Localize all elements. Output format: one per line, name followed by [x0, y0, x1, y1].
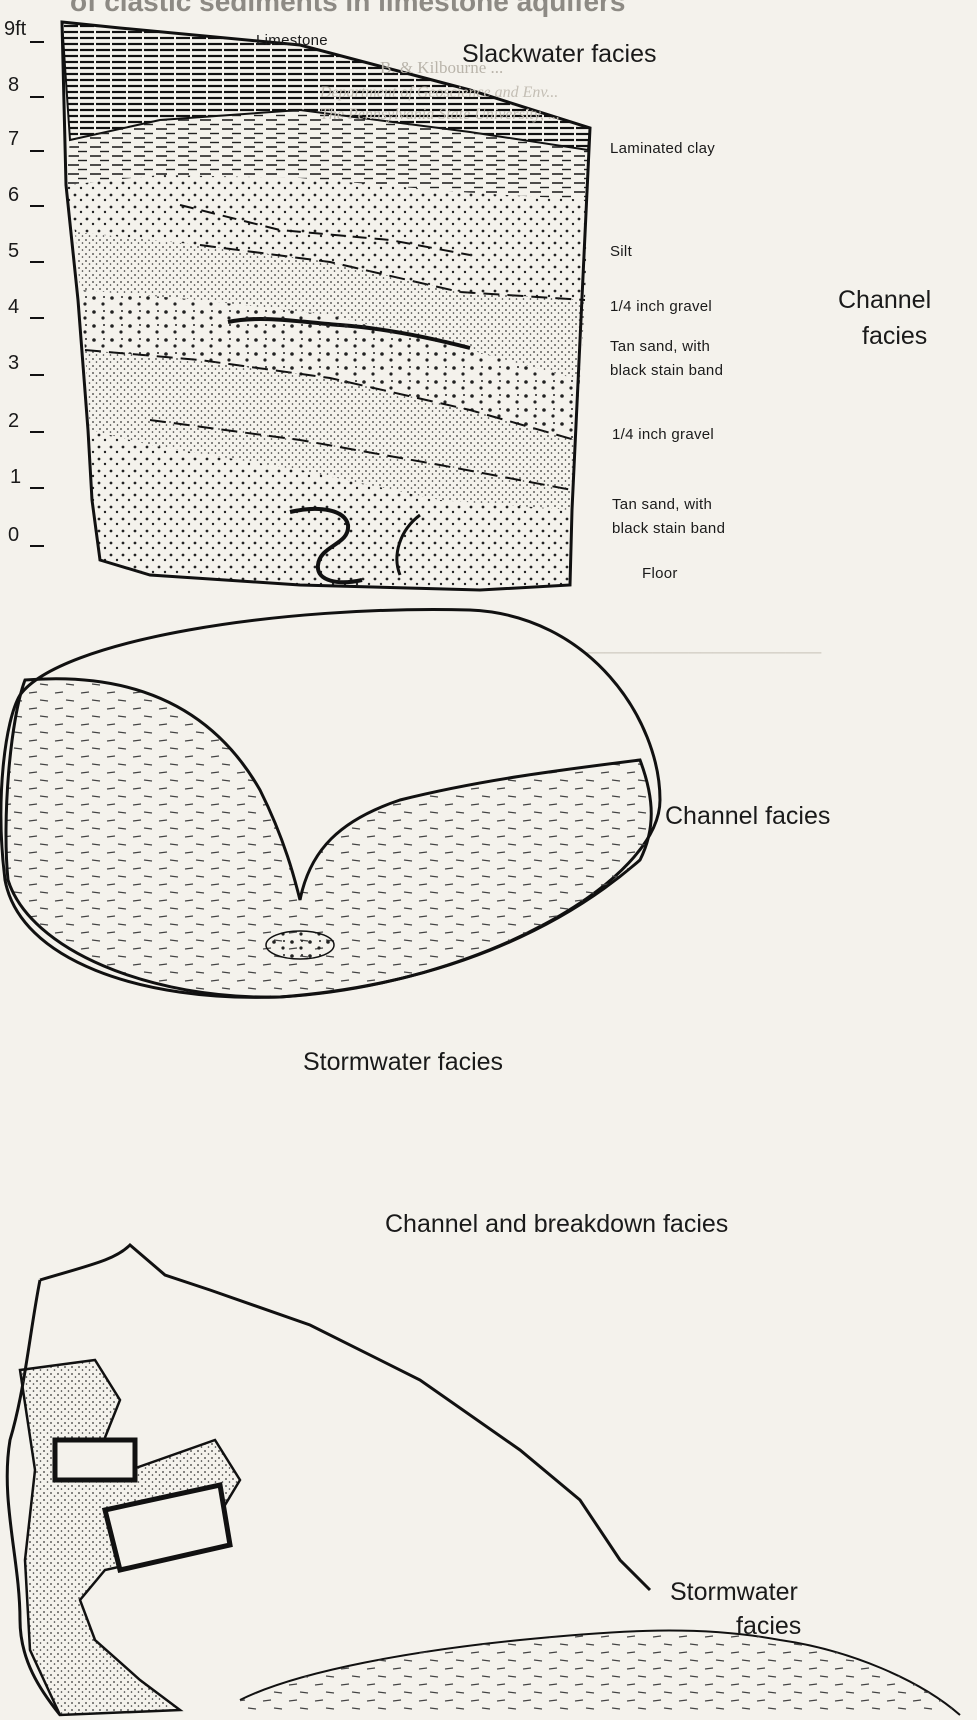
label-floor: Floor [642, 565, 678, 582]
depth-tick-0: 0 [8, 524, 19, 547]
label-stormwater-facies: Stormwater facies [303, 1048, 503, 1077]
label-channel-breakdown-facies: Channel and breakdown facies [385, 1210, 728, 1239]
stormwater-gravel-fill [240, 1631, 960, 1715]
label-stormwater-facies-1: Stormwater [670, 1578, 798, 1607]
depth-tick-5: 5 [8, 240, 19, 263]
affiliation-line-2: The Pennsylvania State University, ... [320, 106, 560, 124]
breakdown-block [55, 1440, 135, 1480]
depth-tick-4: 4 [8, 296, 19, 319]
label-tan-sand-lower-1: Tan sand, with [612, 496, 712, 513]
label-limestone: Limestone [256, 32, 328, 49]
label-laminated-clay: Laminated clay [610, 140, 715, 157]
label-stormwater-facies-2: facies [736, 1612, 801, 1641]
depth-scale [30, 42, 44, 546]
channel-crosssection [1, 610, 660, 998]
depth-tick-1: 1 [10, 466, 21, 489]
label-gravel-upper: 1/4 inch gravel [610, 298, 712, 315]
depth-tick-6: 6 [8, 184, 19, 207]
depth-tick-3: 3 [8, 352, 19, 375]
label-channel-facies: Channel facies [665, 802, 830, 831]
breakdown-passage [7, 1245, 960, 1715]
depth-tick-7: 7 [8, 128, 19, 151]
label-gravel-lower: 1/4 inch gravel [612, 426, 714, 443]
label-channel-facies-2: facies [862, 322, 927, 351]
label-tan-sand-lower-2: black stain band [612, 520, 725, 537]
depth-tick-9: 9ft [4, 18, 26, 41]
label-silt: Silt [610, 243, 632, 260]
affiliation-line-1: Department of Geoscience and Env... [320, 84, 558, 102]
depth-tick-2: 2 [8, 410, 19, 433]
authors-line: B. & Kilbourne ... [380, 58, 503, 78]
label-tan-sand-upper-1: Tan sand, with [610, 338, 710, 355]
stormwater-gravel [266, 931, 334, 959]
label-tan-sand-upper-2: black stain band [610, 362, 723, 379]
label-channel-facies-1: Channel [838, 286, 931, 315]
depth-tick-8: 8 [8, 74, 19, 97]
